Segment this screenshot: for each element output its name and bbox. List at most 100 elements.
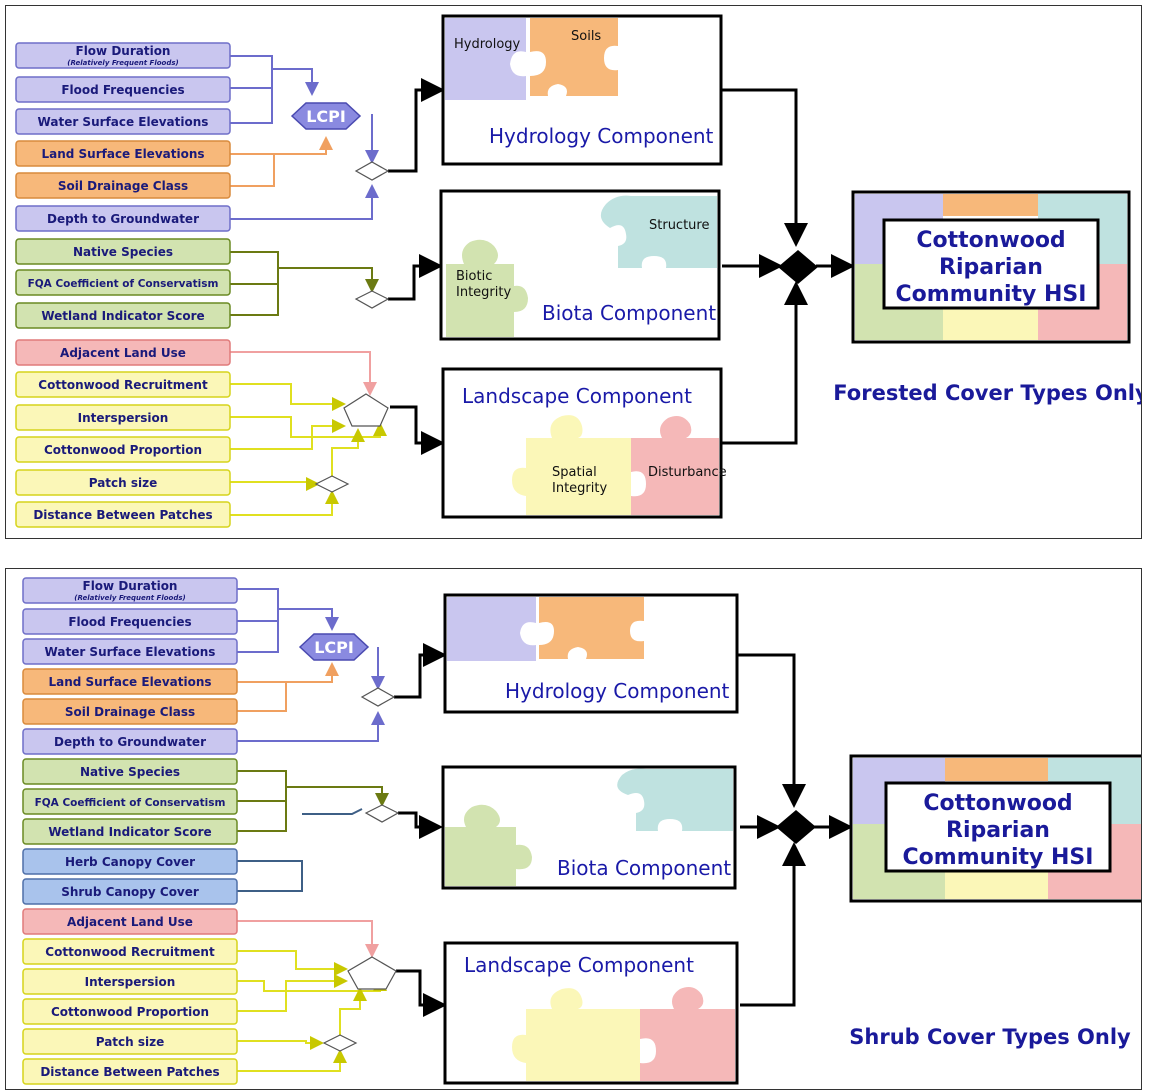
shrub-biota-component-title: Biota Component bbox=[557, 856, 731, 880]
hydrology-component-title: Hydrology Component bbox=[489, 124, 714, 148]
biota-combiner-diamond bbox=[354, 290, 390, 309]
shrub-hsi-title-line-2: Riparian bbox=[946, 818, 1050, 843]
patch-size-label: Patch size bbox=[89, 476, 158, 490]
hydrology-component-box: Hydrology Soils Hydrology Component bbox=[441, 14, 723, 166]
spatial-integrity-puzzle-piece bbox=[512, 415, 631, 515]
input-box-patch-size: Patch size bbox=[15, 469, 231, 496]
soils-puzzle-piece bbox=[530, 18, 618, 96]
input-box-soil-drainage-class: Soil Drainage Class bbox=[15, 172, 231, 199]
input-box-flood-frequencies: Flood Frequencies bbox=[15, 76, 231, 103]
shrub-hsi-title-line-1: Cottonwood bbox=[923, 791, 1072, 816]
shrub-input-box-herb-canopy-cover: Herb Canopy Cover bbox=[22, 848, 238, 875]
shrub-hydrology-combiner-diamond bbox=[360, 687, 396, 707]
shrub-landscape-combiner-pentagon bbox=[347, 956, 397, 990]
forested-model-panel: Flow Duration (Relatively Frequent Flood… bbox=[5, 5, 1142, 539]
flow-duration-label: Flow Duration bbox=[76, 44, 171, 58]
shrub-adjacent-land-use-label: Adjacent Land Use bbox=[67, 915, 193, 929]
shrub-input-box-cottonwood-proportion: Cottonwood Proportion bbox=[22, 998, 238, 1025]
shrub-biota-input-connectors bbox=[237, 770, 382, 832]
input-box-depth-to-groundwater: Depth to Groundwater bbox=[15, 205, 231, 232]
shrub-distance-between-patches-label: Distance Between Patches bbox=[40, 1065, 219, 1079]
input-box-fqa-coefficient: FQA Coefficient of Conservatism bbox=[15, 269, 231, 296]
hsi-title-line-3: Community HSI bbox=[896, 282, 1087, 307]
patch-combiner-diamond bbox=[314, 475, 350, 493]
shrub-input-box-native-species: Native Species bbox=[22, 758, 238, 785]
hsi-title-line-1: Cottonwood bbox=[916, 228, 1065, 253]
shrub-input-box-flow-duration: Flow Duration (Relatively Frequent Flood… bbox=[22, 577, 238, 604]
forested-model-diagram: Flow Duration (Relatively Frequent Flood… bbox=[15, 14, 1141, 528]
shrub-input-box-wetland-indicator-score: Wetland Indicator Score bbox=[22, 818, 238, 845]
biotic-piece-label-1: Biotic bbox=[456, 269, 492, 284]
shrub-hydrology-component-box: Hydrology Component bbox=[443, 593, 739, 714]
structure-puzzle-piece bbox=[600, 195, 717, 268]
shrub-caption: Shrub Cover Types Only bbox=[849, 1025, 1131, 1049]
shrub-model-diagram: Flow Duration (Relatively Frequent Flood… bbox=[22, 577, 1141, 1085]
shrub-depth-to-groundwater-label: Depth to Groundwater bbox=[54, 735, 206, 749]
adjacent-land-use-label: Adjacent Land Use bbox=[60, 346, 186, 360]
input-box-distance-between-patches: Distance Between Patches bbox=[15, 501, 231, 528]
shrub-flow-duration-sublabel: (Relatively Frequent Floods) bbox=[74, 594, 185, 602]
shrub-landscape-component-title: Landscape Component bbox=[464, 953, 694, 977]
cottonwood-proportion-label: Cottonwood Proportion bbox=[44, 443, 202, 457]
shrub-input-box-shrub-canopy-cover: Shrub Canopy Cover bbox=[22, 878, 238, 905]
shrub-water-surface-elevations-label: Water Surface Elevations bbox=[45, 645, 216, 659]
component-flow-arrows bbox=[388, 78, 855, 455]
landscape-component-title: Landscape Component bbox=[462, 384, 692, 408]
shrub-flow-duration-label: Flow Duration bbox=[83, 579, 178, 593]
wetland-indicator-score-label: Wetland Indicator Score bbox=[41, 309, 204, 323]
input-box-cottonwood-proportion: Cottonwood Proportion bbox=[15, 436, 231, 463]
land-surface-elevations-label: Land Surface Elevations bbox=[41, 147, 204, 161]
hydrology-piece-label: Hydrology bbox=[454, 37, 521, 52]
biota-component-title: Biota Component bbox=[542, 301, 716, 325]
lcpi-label: LCPI bbox=[306, 107, 346, 126]
biota-component-box: Structure Biotic Integrity Biota Compone… bbox=[439, 189, 721, 341]
shrub-input-box-depth-to-groundwater: Depth to Groundwater bbox=[22, 728, 238, 755]
spatial-piece-label-2: Integrity bbox=[552, 481, 607, 496]
input-box-native-species: Native Species bbox=[15, 238, 231, 265]
adjacent-land-use-connector bbox=[230, 351, 377, 396]
shrub-input-box-adjacent-land-use: Adjacent Land Use bbox=[22, 908, 238, 935]
water-surface-elevations-label: Water Surface Elevations bbox=[38, 115, 209, 129]
shrub-input-box-cottonwood-recruitment: Cottonwood Recruitment bbox=[22, 938, 238, 965]
shrub-biota-component-box: Biota Component bbox=[441, 765, 737, 890]
shrub-component-flow-arrows bbox=[394, 643, 853, 1017]
fqa-coefficient-label: FQA Coefficient of Conservatism bbox=[28, 278, 219, 290]
shrub-interspersion-label: Interspersion bbox=[85, 975, 176, 989]
shrub-fqa-coefficient-label: FQA Coefficient of Conservatism bbox=[35, 797, 226, 809]
shrub-flood-frequencies-label: Flood Frequencies bbox=[68, 615, 191, 629]
shrub-herb-canopy-cover-label: Herb Canopy Cover bbox=[65, 855, 195, 869]
shrub-input-box-soil-drainage-class: Soil Drainage Class bbox=[22, 698, 238, 725]
shrub-biotic-puzzle-piece bbox=[445, 804, 532, 886]
shrub-hsi-result-box: Cottonwood Riparian Community HSI bbox=[849, 754, 1141, 903]
shrub-landscape-input-connectors bbox=[237, 950, 387, 1072]
shrub-soil-input-connectors bbox=[237, 662, 339, 712]
hydrology-input-connectors bbox=[230, 55, 379, 220]
shrub-input-box-interspersion: Interspersion bbox=[22, 968, 238, 995]
spatial-piece-label-1: Spatial bbox=[552, 465, 597, 480]
native-species-label: Native Species bbox=[73, 245, 173, 259]
input-box-wetland-indicator-score: Wetland Indicator Score bbox=[15, 302, 231, 329]
shrub-lcpi-hexagon: LCPI bbox=[298, 633, 370, 661]
biota-input-connectors bbox=[230, 251, 372, 316]
shrub-input-box-land-surface-elevations: Land Surface Elevations bbox=[22, 668, 238, 695]
soils-piece-label: Soils bbox=[571, 29, 601, 44]
shrub-input-box-water-surface-elevations: Water Surface Elevations bbox=[22, 638, 238, 665]
input-box-flow-duration: Flow Duration (Relatively Frequent Flood… bbox=[15, 42, 231, 69]
input-box-cottonwood-recruitment: Cottonwood Recruitment bbox=[15, 371, 231, 398]
shrub-hsi-combiner-diamond bbox=[776, 810, 816, 844]
shrub-input-box-distance-between-patches: Distance Between Patches bbox=[22, 1058, 238, 1085]
disturbance-piece-label: Disturbance bbox=[648, 465, 727, 480]
shrub-land-surface-elevations-label: Land Surface Elevations bbox=[48, 675, 211, 689]
shrub-hsi-title-line-3: Community HSI bbox=[903, 845, 1094, 870]
cottonwood-recruitment-label: Cottonwood Recruitment bbox=[38, 378, 208, 392]
interspersion-label: Interspersion bbox=[78, 411, 169, 425]
shrub-patch-size-label: Patch size bbox=[96, 1035, 165, 1049]
forested-caption: Forested Cover Types Only bbox=[833, 381, 1141, 405]
shrub-lcpi-label: LCPI bbox=[314, 638, 354, 657]
biotic-piece-label-2: Integrity bbox=[456, 285, 511, 300]
soil-input-connectors bbox=[230, 136, 333, 187]
biotic-integrity-puzzle-piece bbox=[446, 239, 528, 337]
shrub-biota-combiner-diamond bbox=[364, 804, 400, 823]
structure-piece-label: Structure bbox=[649, 218, 709, 233]
shrub-hydrology-puzzle-piece bbox=[447, 597, 536, 661]
